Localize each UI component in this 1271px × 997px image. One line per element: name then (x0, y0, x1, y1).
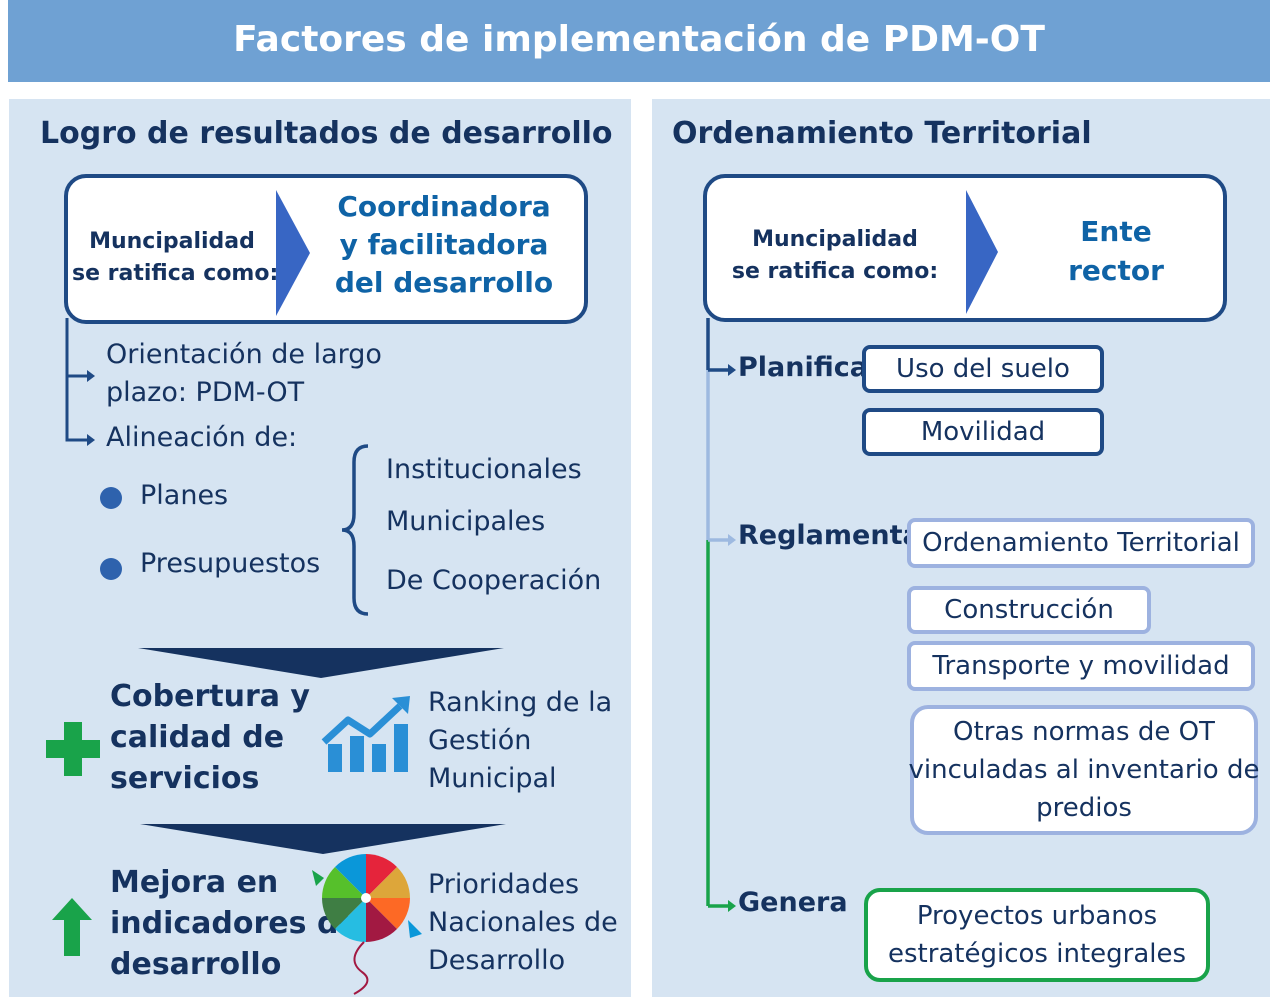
left-role-box (64, 174, 588, 324)
ranking-line3: Municipal (428, 763, 557, 794)
brace-icon (341, 444, 369, 616)
genera-line1: Proyectos urbanos (916, 901, 1158, 931)
otras-line1: Otras normas de OT (953, 717, 1215, 747)
left-role-line3: del desarrollo (334, 266, 554, 299)
left-heading: Logro de resultados de desarrollo (40, 116, 613, 151)
right-role-line2: rector (1068, 254, 1164, 287)
coverage-line1: Cobertura y (110, 679, 310, 714)
ranking-line2: Gestión (428, 725, 532, 756)
planifica-uso-suelo: Uso del suelo (862, 345, 1104, 393)
down-wedge-icon (138, 648, 504, 678)
left-box-role: Coordinadora y facilitadora del desarrol… (322, 188, 566, 302)
genera-line2: estratégicos integrales (887, 939, 1187, 969)
reglamenta-ordenamiento: Ordenamiento Territorial (907, 518, 1255, 568)
down-wedge-icon (140, 824, 506, 854)
right-box-role: Ente rector (1016, 212, 1216, 290)
indicators-line2: indicadores de (110, 906, 359, 941)
otras-line3: predios (1036, 793, 1132, 823)
reglamenta-otras-normas: Otras normas de OT vinculadas al inventa… (908, 705, 1260, 835)
bullet-icon (100, 487, 122, 509)
up-arrow-icon (52, 898, 92, 956)
orientation-line2: plazo: PDM-OT (106, 377, 305, 408)
indicators-line1: Mejora en (110, 865, 279, 900)
reglamenta-construccion: Construcción (907, 586, 1151, 634)
left-role-line1: Coordinadora (337, 190, 551, 223)
orientation-line1: Orientación de largo (106, 339, 382, 370)
otras-line2: vinculadas al inventario de (908, 755, 1260, 785)
sdg-kite-icon (312, 854, 422, 995)
right-box-subject: Muncipalidad se ratifica como: (730, 224, 940, 288)
bullet-presupuestos: Presupuestos (140, 548, 321, 579)
bullet-icon (100, 558, 122, 580)
genera-proyectos: Proyectos urbanos estratégicos integrale… (864, 888, 1210, 982)
right-role-box (703, 174, 1227, 322)
coverage-line2: calidad de (110, 720, 285, 755)
left-role-line2: y facilitadora (339, 228, 549, 261)
chevron-right-icon (276, 190, 310, 316)
right-box-line2: se ratifica como: (731, 259, 939, 284)
ranking-text: Ranking de la Gestión Municipal (428, 684, 612, 798)
right-heading: Ordenamiento Territorial (672, 116, 1092, 151)
page-title: Factores de implementación de PDM-OT (8, 0, 1270, 82)
planifica-movilidad: Movilidad (862, 408, 1104, 456)
chevron-right-icon (966, 190, 998, 314)
bullet-planes: Planes (140, 480, 229, 511)
left-box-line2: se ratifica como: (72, 261, 279, 286)
result-coverage: Cobertura y calidad de servicios (110, 676, 310, 799)
right-role-line1: Ente (1080, 215, 1152, 248)
priorities-line1: Prioridades (428, 869, 580, 900)
ranking-line1: Ranking de la (428, 687, 613, 718)
priorities-text: Prioridades Nacionales de Desarrollo (428, 866, 618, 980)
right-box-line1: Muncipalidad (752, 227, 918, 252)
result-indicators: Mejora en indicadores de desarrollo (110, 862, 359, 985)
type-cooperacion: De Cooperación (386, 565, 602, 596)
plus-icon (46, 722, 100, 776)
left-box-subject: Muncipalidad se ratifica como: (72, 226, 279, 290)
left-connector (65, 318, 95, 446)
chart-growth-icon (321, 696, 410, 772)
orientation-text: Orientación de largo plazo: PDM-OT (106, 336, 382, 412)
alignment-label: Alineación de: (106, 422, 298, 453)
planifica-label: Planifica (738, 352, 868, 383)
genera-label: Genera (738, 887, 848, 918)
right-connector (706, 318, 736, 912)
priorities-line2: Nacionales de (428, 907, 618, 938)
reglamenta-label: Reglamenta (738, 520, 921, 551)
left-box-line1: Muncipalidad (89, 229, 255, 254)
indicators-line3: desarrollo (110, 947, 282, 982)
type-municipales: Municipales (386, 506, 546, 537)
priorities-line3: Desarrollo (428, 945, 566, 976)
type-institucionales: Institucionales (386, 454, 582, 485)
coverage-line3: servicios (110, 761, 260, 796)
reglamenta-transporte: Transporte y movilidad (907, 641, 1255, 691)
